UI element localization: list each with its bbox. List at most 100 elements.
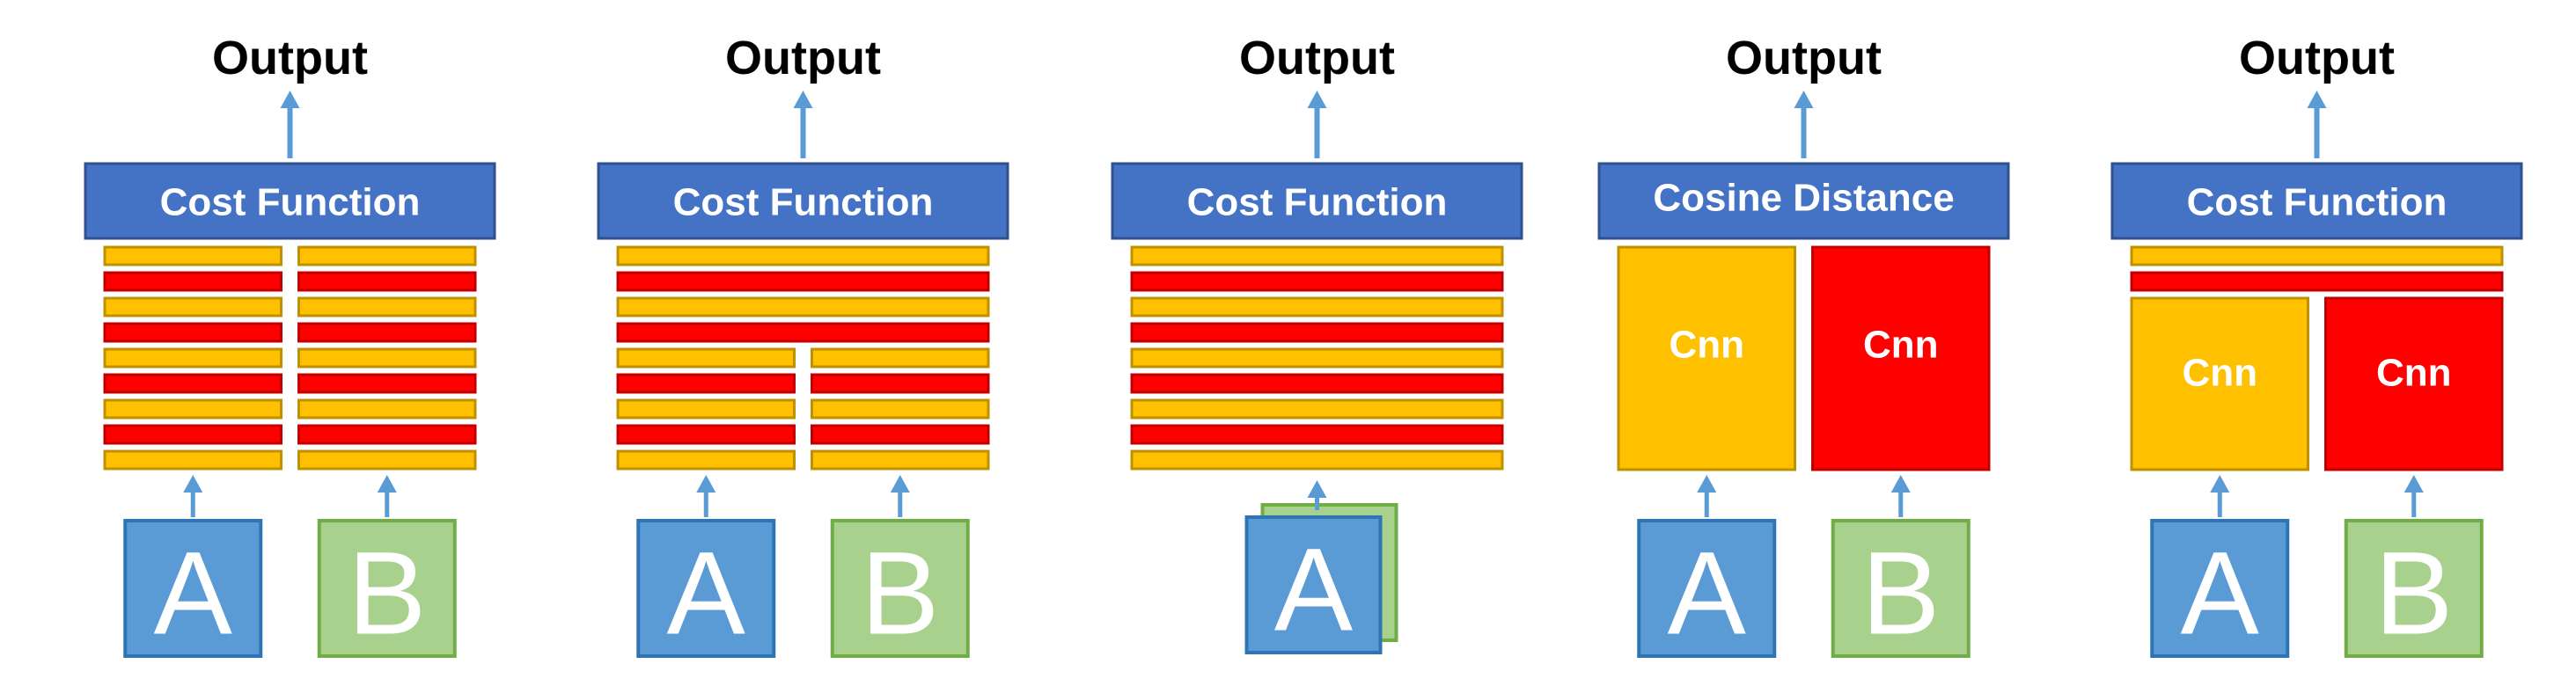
input-a: A [1637,519,1777,660]
left-layer-1 [616,347,796,369]
input-box [830,519,970,658]
output-arrow [280,91,300,158]
cnn-left-label: Cnn [2182,352,2257,395]
right-layer-5 [297,347,477,369]
shared-layer-1 [2130,245,2504,266]
right-layer-2 [297,271,477,292]
shared-layer-2 [2130,271,2504,292]
shared-layer-9 [1130,449,1504,471]
head-label: Cosine Distance [1653,177,1954,220]
shared-layer-2 [1130,271,1504,292]
input-box [1637,519,1777,658]
input-arrow-right [377,475,397,517]
input-label: A [1274,525,1354,656]
left-layer-4 [616,424,796,445]
right-layer-7 [297,398,477,420]
head-box [84,162,496,240]
left-layer-4 [103,322,283,343]
input-arrow-right-head [1890,475,1911,493]
head-label: Cost Function [160,181,421,224]
output-arrow [793,91,813,158]
left-layer-2 [616,373,796,394]
left-layer-6 [103,373,283,394]
input-box [1244,515,1383,654]
output-arrow [2307,91,2327,158]
right-layer-3 [297,296,477,317]
right-layer-5 [811,449,990,471]
input-a: A [2150,519,2290,660]
input-b: B [830,519,970,660]
right-layer-4 [811,424,990,445]
output-arrow-head [1794,91,1814,108]
left-layer-3 [103,296,283,317]
input-arrow [1307,480,1327,510]
input-box [1831,519,1971,658]
left-layer-7 [103,398,283,420]
cnn-right [1811,245,1991,471]
head-box [597,162,1009,240]
head-label: Cost Function [2187,181,2448,224]
input-box [2344,519,2484,658]
input-arrow-right-head [2404,475,2424,493]
input-arrow-left [2210,475,2230,517]
input-box [2150,519,2290,658]
cnn-right-label: Cnn [2376,352,2452,395]
output-arrow [1794,91,1814,158]
output-label: Output [212,32,368,84]
left-layer-5 [616,449,796,471]
right-layer-1 [297,245,477,266]
input-label: B [348,529,426,660]
shared-layer-8 [1130,424,1504,445]
right-layer-9 [297,449,477,471]
input-label: B [1861,529,1940,660]
input-arrow-right-head [890,475,910,493]
cnn-left-label: Cnn [1669,324,1744,367]
input-label: A [667,529,746,660]
shared-layer-3 [616,296,990,317]
input-arrow-left-head [696,475,716,493]
input-box [123,519,263,658]
input-arrow-left-head [2210,475,2230,493]
input-label: A [2181,529,2260,660]
input-label: A [154,529,233,660]
shared-layer-4 [1130,322,1504,343]
input-b: B [317,519,457,660]
input-box [317,519,457,658]
output-label: Output [2239,32,2395,84]
input-arrow-left [183,475,203,517]
output-arrow [1307,91,1327,158]
left-layer-2 [103,271,283,292]
input-arrow-right [1890,475,1911,517]
right-layer-1 [811,347,990,369]
right-layer-4 [297,322,477,343]
left-layer-1 [103,245,283,266]
input-label: A [1668,529,1747,660]
input-a: A [123,519,263,660]
right-layer-8 [297,424,477,445]
output-label: Output [1239,32,1395,84]
shared-layer-1 [1130,245,1504,266]
input-arrow-right [890,475,910,517]
shared-layer-4 [616,322,990,343]
left-layer-9 [103,449,283,471]
right-layer-2 [811,373,990,394]
shared-layer-2 [616,271,990,292]
output-label: Output [725,32,881,84]
input-arrow-right [2404,475,2424,517]
left-layer-5 [103,347,283,369]
output-arrow-head [2307,91,2327,108]
input-arrow-left [1697,475,1717,517]
shared-layer-1 [616,245,990,266]
input-a: A [636,519,776,660]
output-arrow-head [280,91,300,108]
input-a: A [1244,515,1383,656]
output-arrow-head [1307,91,1327,108]
right-layer-3 [811,398,990,420]
cnn-right-label: Cnn [1863,324,1939,367]
input-arrow-head [1307,480,1327,498]
right-layer-6 [297,373,477,394]
cnn-left [1617,245,1796,471]
